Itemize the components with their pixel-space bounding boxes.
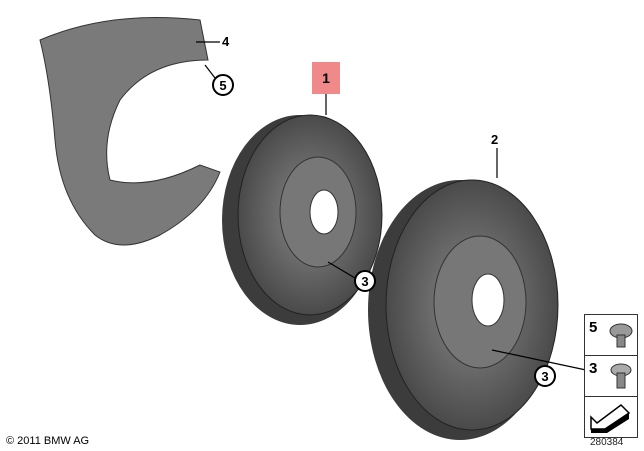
brake-disc-2 xyxy=(368,179,559,440)
direction-arrow-icon xyxy=(590,404,631,433)
countersunk-screw-icon xyxy=(610,363,632,389)
callout-3: 3 xyxy=(354,270,376,292)
callout-3-disc2: 3 xyxy=(534,365,556,387)
image-number: 280384 xyxy=(590,437,624,448)
brake-disc-1 xyxy=(222,114,383,325)
callout-5: 5 xyxy=(212,74,234,96)
legend-arrow xyxy=(585,397,637,437)
callout-2: 2 xyxy=(491,132,499,147)
splash-guard xyxy=(39,17,221,246)
legend-item-5: 5 xyxy=(585,315,637,356)
bolt-flange-icon xyxy=(609,323,633,348)
fastener-legend: 5 3 xyxy=(584,314,638,438)
legend-item-3: 3 xyxy=(585,356,637,397)
callout-4: 4 xyxy=(222,34,230,49)
leader-lines xyxy=(196,41,587,371)
callout-1-highlighted[interactable]: 1 xyxy=(312,62,340,94)
copyright: © 2011 BMW AG xyxy=(6,435,90,447)
